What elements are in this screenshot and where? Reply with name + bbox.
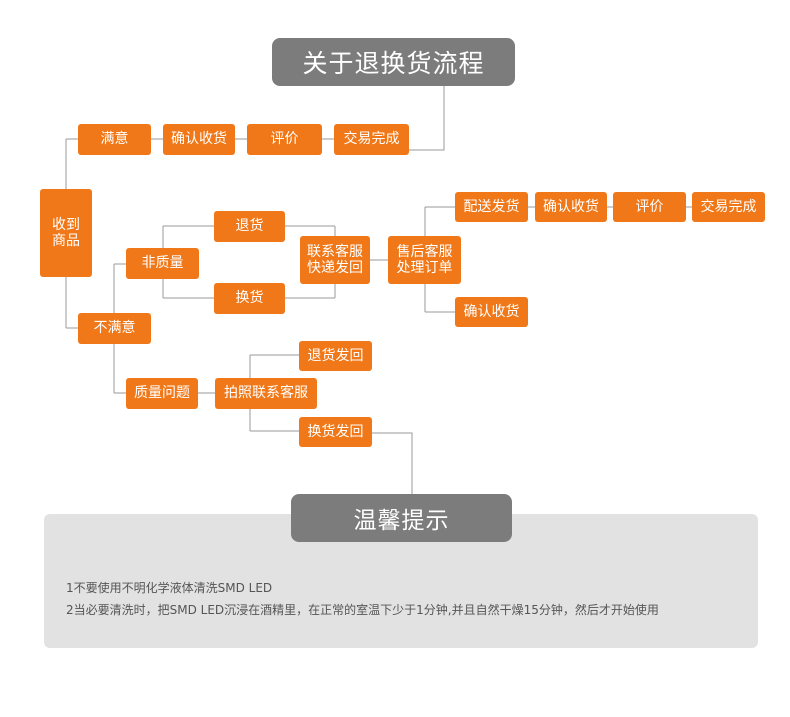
node-ship-out: 配送发货	[455, 192, 528, 222]
node-exchange-ship-back: 换货发回	[299, 417, 372, 447]
node-receive: 收到 商品	[40, 189, 92, 277]
node-after-sales: 售后客服 处理订单	[388, 236, 461, 284]
node-deal-done-right: 交易完成	[692, 192, 765, 222]
node-return-goods: 退货	[214, 211, 285, 242]
notice-title: 温馨提示	[291, 494, 512, 542]
node-deal-done-top: 交易完成	[334, 124, 409, 155]
connector-exchange-back-to-notice	[372, 432, 413, 494]
node-photo-contact: 拍照联系客服	[215, 378, 317, 409]
node-confirm-receipt-bottom: 确认收货	[455, 297, 528, 327]
node-confirm-receipt-top: 确认收货	[163, 124, 235, 155]
notice-line-1: 1不要使用不明化学液体清洗SMD LED	[66, 581, 273, 595]
node-return-ship-back: 退货发回	[299, 341, 372, 371]
node-review-top: 评价	[247, 124, 322, 155]
notice-line-2: 2当必要清洗时，把SMD LED沉浸在酒精里，在正常的室温下少于1分钟,并且自然…	[66, 603, 659, 617]
node-confirm-receipt-right: 确认收货	[535, 192, 607, 222]
node-exchange-goods: 换货	[214, 283, 285, 314]
node-review-right: 评价	[613, 192, 686, 222]
node-non-quality: 非质量	[126, 248, 199, 279]
connector-title-to-deal-done	[409, 86, 445, 151]
node-quality-issue: 质量问题	[126, 378, 198, 409]
node-unsatisfied: 不满意	[78, 313, 151, 344]
node-contact-service-ship: 联系客服 快递发回	[300, 236, 370, 284]
node-satisfied: 满意	[78, 124, 151, 155]
flow-title: 关于退换货流程	[272, 38, 515, 86]
